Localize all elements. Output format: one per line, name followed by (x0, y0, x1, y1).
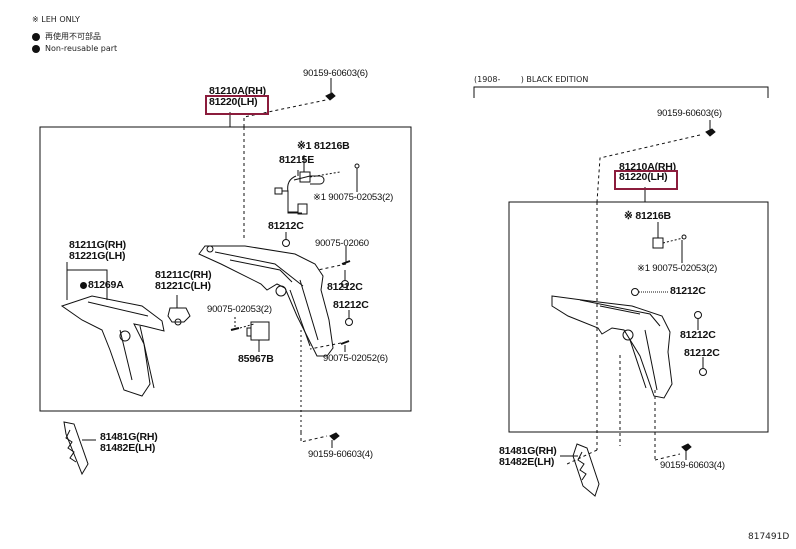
part-assembly-rh-left[interactable]: 81210A(RH) (209, 85, 266, 97)
figure-id: 817491D (748, 532, 790, 542)
non-reusable-dot-icon (80, 281, 87, 289)
part-screw-3-left[interactable]: 90075-02053(2) (207, 304, 272, 315)
part-unit-lh-left[interactable]: 81221C(LH) (155, 280, 211, 292)
part-cap-1-right[interactable]: 81212C (670, 285, 706, 297)
part-screw-right[interactable]: ※1 90075-02053(2) (637, 263, 717, 274)
legend-note-lh-only: ※ LEH ONLY (32, 15, 80, 24)
part-bolt-bottom-right[interactable]: 90159-60603(4) (660, 460, 725, 471)
non-reusable-dot-icon (32, 44, 40, 53)
part-number: 90075-02053(2) (652, 263, 718, 274)
non-reusable-dot-icon (32, 32, 40, 41)
part-number: 81269A (88, 279, 124, 291)
part-bolt-top-right[interactable]: 90159-60603(6) (657, 108, 722, 119)
part-number: 90075-02053(2) (328, 192, 394, 203)
part-reflector-lh-left[interactable]: 81482E(LH) (100, 442, 156, 454)
part-screw-left[interactable]: ※1 90075-02053(2) (313, 192, 393, 203)
part-assembly-lh-left[interactable]: 81220(LH) (209, 96, 258, 108)
part-reflector-lh-right[interactable]: 81482E(LH) (499, 456, 555, 468)
legend-text-jp: 再使用不可部品 (45, 32, 101, 41)
part-gasket-left[interactable]: 81269A (80, 280, 124, 291)
legend-text-en: Non-reusable part (45, 44, 118, 53)
part-assembly-rh-right[interactable]: 81210A(RH) (619, 161, 676, 173)
part-cap-1-left[interactable]: 81212C (268, 220, 304, 232)
part-screw-2-left[interactable]: 90075-02060 (315, 238, 369, 249)
black-edition-header: (1908- ) BLACK EDITION (474, 75, 589, 84)
left-assembly-frame (39, 126, 412, 412)
cap-icon (341, 280, 349, 288)
part-lens-lh-left[interactable]: 81221G(LH) (69, 250, 126, 262)
legend-non-reusable-en: Non-reusable part (32, 44, 117, 54)
part-assembly-lh-right[interactable]: 81220(LH) (619, 171, 668, 183)
part-unit-rh-left[interactable]: 81211C(RH) (155, 269, 212, 281)
highlight-box-left (205, 95, 269, 115)
legend-non-reusable-jp: 再使用不可部品 (32, 32, 101, 42)
highlight-box-right (614, 170, 678, 190)
part-number: 81216B (313, 140, 350, 152)
part-lens-rh-left[interactable]: 81211G(RH) (69, 239, 126, 251)
part-socket-left[interactable]: ※1 81216B (297, 141, 350, 152)
right-assembly-frame (508, 201, 769, 433)
part-bolt-bottom-left[interactable]: 90159-60603(4) (308, 449, 373, 460)
part-reflector-rh-left[interactable]: 81481G(RH) (100, 431, 158, 443)
part-cap-3-right[interactable]: 81212C (684, 347, 720, 359)
lh-only-mark: ※1 (313, 192, 326, 203)
part-cap-3-left[interactable]: 81212C (333, 299, 369, 311)
lh-only-mark: ※ (624, 210, 633, 222)
part-module-left[interactable]: 85967B (238, 353, 274, 365)
part-reflector-rh-right[interactable]: 81481G(RH) (499, 445, 557, 457)
lh-only-mark: ※1 (637, 263, 650, 274)
part-cap-2-right[interactable]: 81212C (680, 329, 716, 341)
part-screw-4-left[interactable]: 90075-02052(6) (323, 353, 388, 364)
part-number: 81216B (635, 210, 671, 222)
lh-only-mark: ※1 (297, 140, 312, 152)
part-cap-2-left[interactable]: 81212C (327, 281, 363, 293)
part-wire-left[interactable]: 81215E (279, 154, 315, 166)
part-socket-right[interactable]: ※ 81216B (624, 211, 671, 222)
part-bolt-top-left[interactable]: 90159-60603(6) (303, 68, 368, 79)
